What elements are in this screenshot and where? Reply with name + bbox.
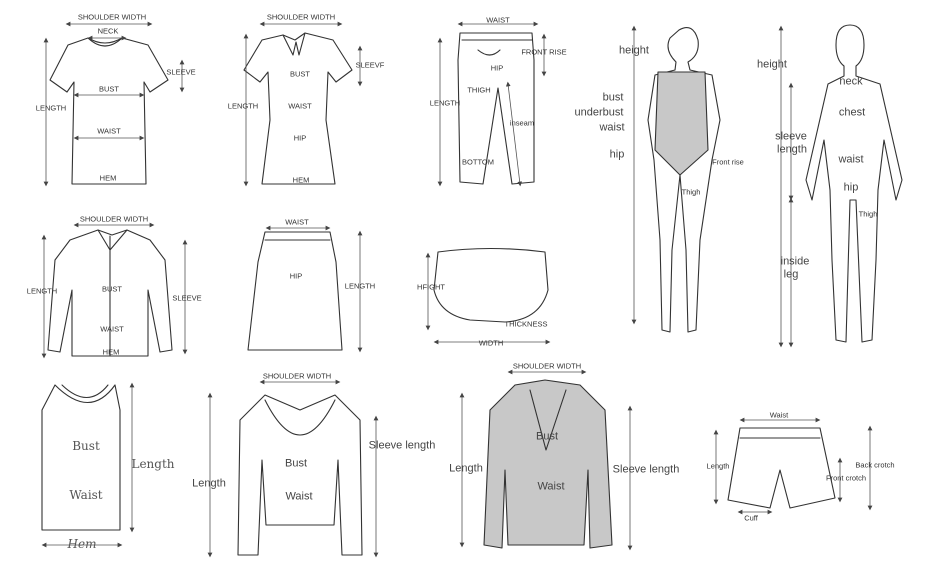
shorts-cuff-label: Cuff <box>744 513 758 523</box>
woman-height-label: height <box>619 44 649 57</box>
cardigan-bust-label: Bust <box>284 457 308 470</box>
pants-outline <box>457 32 535 185</box>
man-thigh-label: Thigh <box>858 209 878 219</box>
tshirt-bust-label: BUST <box>98 84 120 94</box>
skirt-waist-label: WAIST <box>285 217 309 227</box>
pants-inseam-label: inseam <box>509 118 535 128</box>
woman-underbust-label: underbust <box>574 106 624 119</box>
shirt-sleeve-label: SLEEVE <box>172 293 202 303</box>
tank-bust-label: Bust <box>72 439 100 453</box>
skirt-outline <box>247 231 343 351</box>
skirt-length-label: LENGTH <box>344 281 376 291</box>
shorts-back-crotch-label: Back crotch <box>855 460 895 470</box>
tank-outline <box>41 384 121 531</box>
shorts-thickness-label: THICKNESS <box>504 319 548 329</box>
man-inside-leg-label-line2: leg <box>783 268 799 281</box>
polo-hem-label: HEM <box>292 175 310 185</box>
polo-waist-label: WAIST <box>288 101 312 111</box>
shorts-width-label: WIDTH <box>478 338 504 348</box>
tshirt-sleeve-label: SLEEVE <box>166 67 196 77</box>
blazer-waist-label: Waist <box>537 480 565 493</box>
blazer-bust-label: Bust <box>535 430 559 443</box>
polo-bust-label: BUST <box>289 69 311 79</box>
cardigan-shoulder-label: SHOULDER WIDTH <box>262 371 332 381</box>
tshirt-shoulder-label: SHOULDER WIDTH <box>77 12 147 22</box>
man-sleeve-label-line2: length <box>777 143 807 156</box>
blazer-shoulder-label: SHOULDER WIDTH <box>512 361 582 371</box>
polo-shoulder-label: SHOULDER WIDTH <box>266 12 336 22</box>
tank-length-label: Length <box>131 457 175 471</box>
shorts-outline <box>727 427 836 509</box>
woman-figure <box>647 27 721 333</box>
tshirt-hem-label: HEM <box>99 173 117 183</box>
man-height-label: height <box>757 58 787 71</box>
man-sleeve-label-line1: sleeve <box>775 130 807 143</box>
polo-sleeve-label: SLEEVF <box>355 60 385 70</box>
shirt-length-label: LENGTH <box>26 286 58 296</box>
cardigan-sleeve-label: Sleeve length <box>368 439 436 452</box>
shirt-shoulder-label: SHOULDER WIDTH <box>79 214 149 224</box>
man-neck-label: neck <box>839 75 863 88</box>
cardigan-length-label: Length <box>192 477 226 490</box>
shirt-bust-label: BUST <box>101 284 123 294</box>
tshirt-waist-label: WAIST <box>97 126 121 136</box>
cardigan-waist-label: Waist <box>285 490 313 503</box>
pants-hip-label: HIP <box>490 63 504 73</box>
pants-front-rise-label: FRONT RISE <box>521 47 567 57</box>
woman-bust-label: bust <box>602 91 624 104</box>
shorts-length-label: Length <box>706 461 730 471</box>
shorts-waist-label: Waist <box>769 410 789 420</box>
polo-dress-outline <box>243 32 353 185</box>
woman-waist-label: waist <box>599 121 625 134</box>
shirt-hem-label: HEM <box>102 347 120 357</box>
polo-hip-label: HIP <box>293 133 307 143</box>
shirt-outline <box>47 229 173 357</box>
pants-bottom-label: BOTTOM <box>462 157 494 167</box>
tank-waist-label: Waist <box>69 488 103 502</box>
man-chest-label: chest <box>838 106 866 119</box>
shirt-waist-label: WAIST <box>100 324 124 334</box>
shorts-height-label: HFIGHT <box>417 282 445 292</box>
polo-length-label: LENGTH <box>227 101 259 111</box>
pants-length-label: LENGTH <box>429 98 461 108</box>
tank-hem-label: Hem <box>67 537 97 551</box>
man-figure <box>805 24 903 343</box>
tshirt-length-label: LENGTH <box>35 103 67 113</box>
shorts-top-outline <box>433 247 549 323</box>
woman-hip-label: hip <box>609 148 625 161</box>
pants-thigh-label: THIGH <box>467 85 491 95</box>
blazer-outline <box>483 379 613 549</box>
skirt-hip-label: HIP <box>289 271 303 281</box>
man-waist-label: waist <box>838 153 864 166</box>
pants-waist-label: WAIST <box>486 15 510 25</box>
tshirt-neck-label: NECK <box>97 26 119 36</box>
woman-thigh-label: Thigh <box>681 187 701 197</box>
man-inside-leg-label-line1: inside <box>780 255 810 268</box>
man-hip-label: hip <box>843 181 859 194</box>
cardigan-outline <box>237 394 363 556</box>
tshirt-outline <box>49 37 169 185</box>
shorts-front-crotch-label: Front crotch <box>825 473 867 483</box>
blazer-sleeve-label: Sleeve length <box>612 463 680 476</box>
woman-front-rise-label: Front rise <box>712 157 744 167</box>
blazer-length-label: Length <box>449 462 483 475</box>
